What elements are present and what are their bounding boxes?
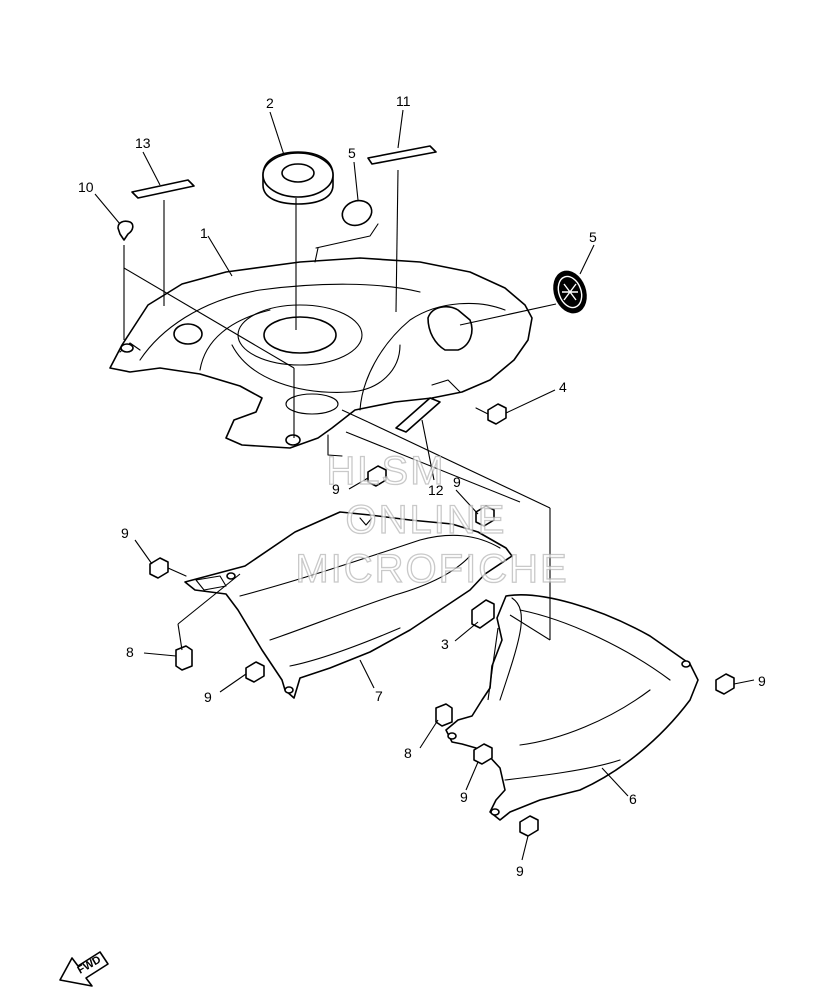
watermark-line-1: HLSM (326, 449, 445, 493)
watermark-line-3: MICROFICHE (295, 547, 568, 591)
screw-9c (149, 557, 187, 579)
callout-2: 2 (266, 95, 274, 111)
screw-9f (473, 743, 493, 765)
callout-1: 1 (200, 225, 208, 241)
clip-10 (117, 220, 134, 241)
callout-8-b: 8 (404, 745, 412, 761)
side-cover-right (445, 594, 699, 821)
callout-9-c: 9 (121, 525, 129, 541)
callout-9-g: 9 (516, 863, 524, 879)
screw-9e (715, 673, 735, 695)
callout-9-e: 9 (758, 673, 766, 689)
callout-3: 3 (441, 636, 449, 652)
callout-9-d: 9 (204, 689, 212, 705)
forward-direction-arrow: FWD (59, 951, 109, 987)
leader-lines (94, 109, 755, 861)
callout-8-a: 8 (126, 644, 134, 660)
label-decal-11 (367, 145, 437, 165)
tank-cap-ring (262, 151, 334, 205)
watermark-line-2: ONLINE (346, 498, 507, 542)
pad-12 (395, 397, 441, 433)
callout-11: 11 (396, 93, 411, 109)
screw-9d (245, 661, 265, 683)
screw-9a (367, 465, 387, 487)
watermark: HLSM ONLINE MICROFICHE (295, 448, 568, 591)
screw-4 (475, 403, 507, 425)
nut-8b (435, 703, 453, 727)
callout-4: 4 (559, 379, 567, 395)
side-cover-left (184, 511, 513, 699)
nut-8a (175, 645, 193, 671)
screw-9g (519, 815, 539, 837)
callout-9-a: 9 (332, 481, 340, 497)
fuel-tank-cover (109, 223, 533, 457)
callout-6: 6 (629, 791, 637, 807)
callout-13: 13 (135, 135, 151, 151)
callout-7: 7 (375, 688, 383, 704)
callout-5-logo: 5 (589, 229, 597, 245)
emblem-logo (553, 270, 587, 314)
screw-9b (475, 505, 495, 527)
callout-9-b: 9 (453, 474, 461, 490)
emblem-plain (341, 199, 373, 227)
callout-9-f: 9 (460, 789, 468, 805)
callout-12: 12 (428, 482, 444, 498)
callout-5: 5 (348, 145, 356, 161)
callouts: 2 11 13 5 10 1 5 4 9 12 9 9 8 9 7 3 9 8 … (78, 93, 766, 879)
callout-10: 10 (78, 179, 94, 195)
label-decal-13 (131, 179, 195, 199)
bracket-3 (471, 599, 495, 629)
